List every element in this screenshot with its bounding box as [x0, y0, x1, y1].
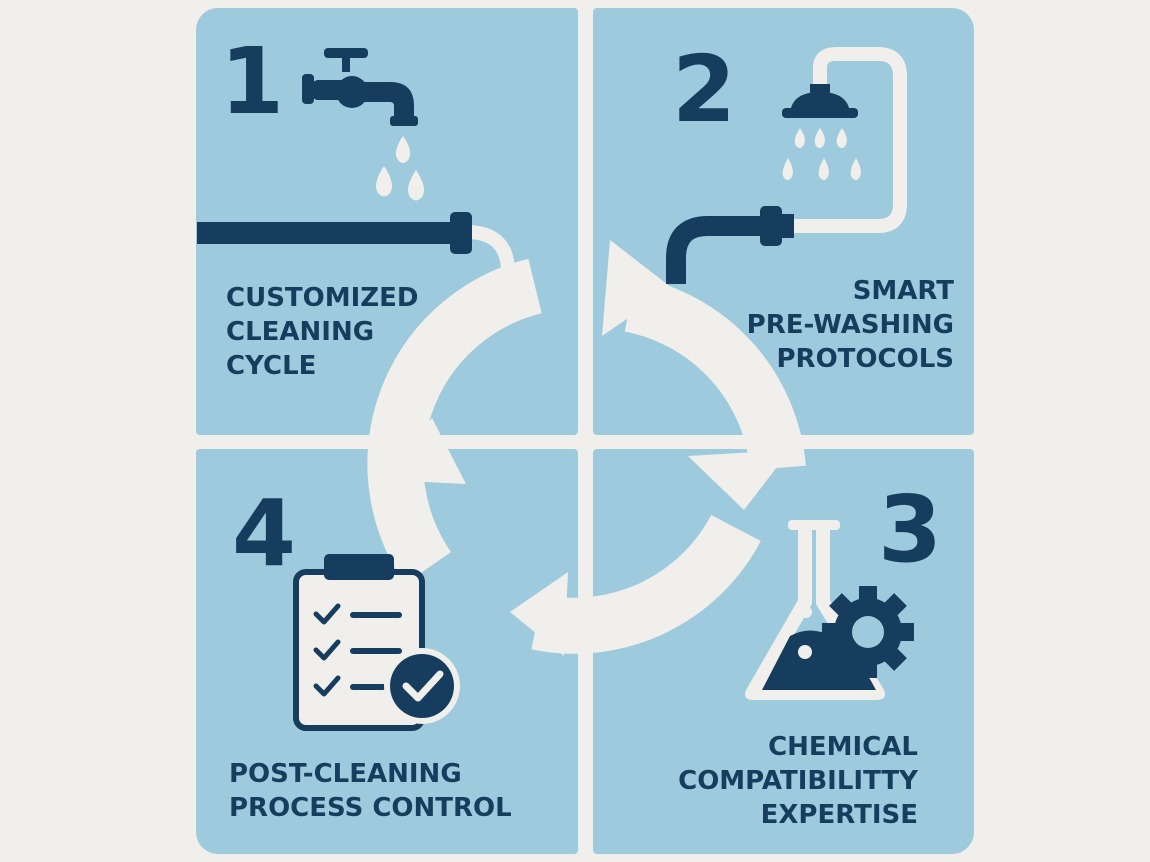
- step-1-label-line: CLEANING: [226, 317, 375, 347]
- step-2-label-line: PRE-WASHING: [746, 310, 954, 340]
- flask-gear-icon: [745, 520, 914, 700]
- step-3-label-line: CHEMICAL: [768, 732, 918, 762]
- step-4-label: POST-CLEANING PROCESS CONTROL: [229, 757, 512, 825]
- faucet-icon: [302, 48, 424, 201]
- pipe-icon: [197, 222, 453, 244]
- step-4-label-line: PROCESS CONTROL: [229, 793, 512, 823]
- step-2-label: SMART PRE-WASHING PROTOCOLS: [747, 274, 954, 376]
- step-2-label-line: PROTOCOLS: [776, 344, 955, 374]
- step-1-panel: [196, 8, 578, 435]
- step-3-label: CHEMICAL COMPATIBILITTY EXPERTISE: [678, 730, 918, 832]
- step-4-number: 4: [232, 480, 297, 587]
- step-1-label-line: CUSTOMIZED: [226, 283, 419, 313]
- step-3-number: 3: [878, 476, 943, 583]
- cycle-arrows-icon: [367, 240, 806, 656]
- step-2-number: 2: [672, 36, 737, 143]
- step-1-label-line: CYCLE: [226, 351, 317, 381]
- step-3-label-line: EXPERTISE: [760, 800, 918, 830]
- shower-head-icon: [782, 84, 861, 180]
- step-1-number: 1: [220, 28, 285, 135]
- step-2-label-line: SMART: [852, 276, 954, 306]
- step-3-label-line: COMPATIBILITTY: [678, 766, 918, 796]
- step-1-label: CUSTOMIZED CLEANING CYCLE: [226, 281, 419, 383]
- clipboard-check-icon: [293, 554, 460, 731]
- step-4-label-line: POST-CLEANING: [229, 759, 462, 789]
